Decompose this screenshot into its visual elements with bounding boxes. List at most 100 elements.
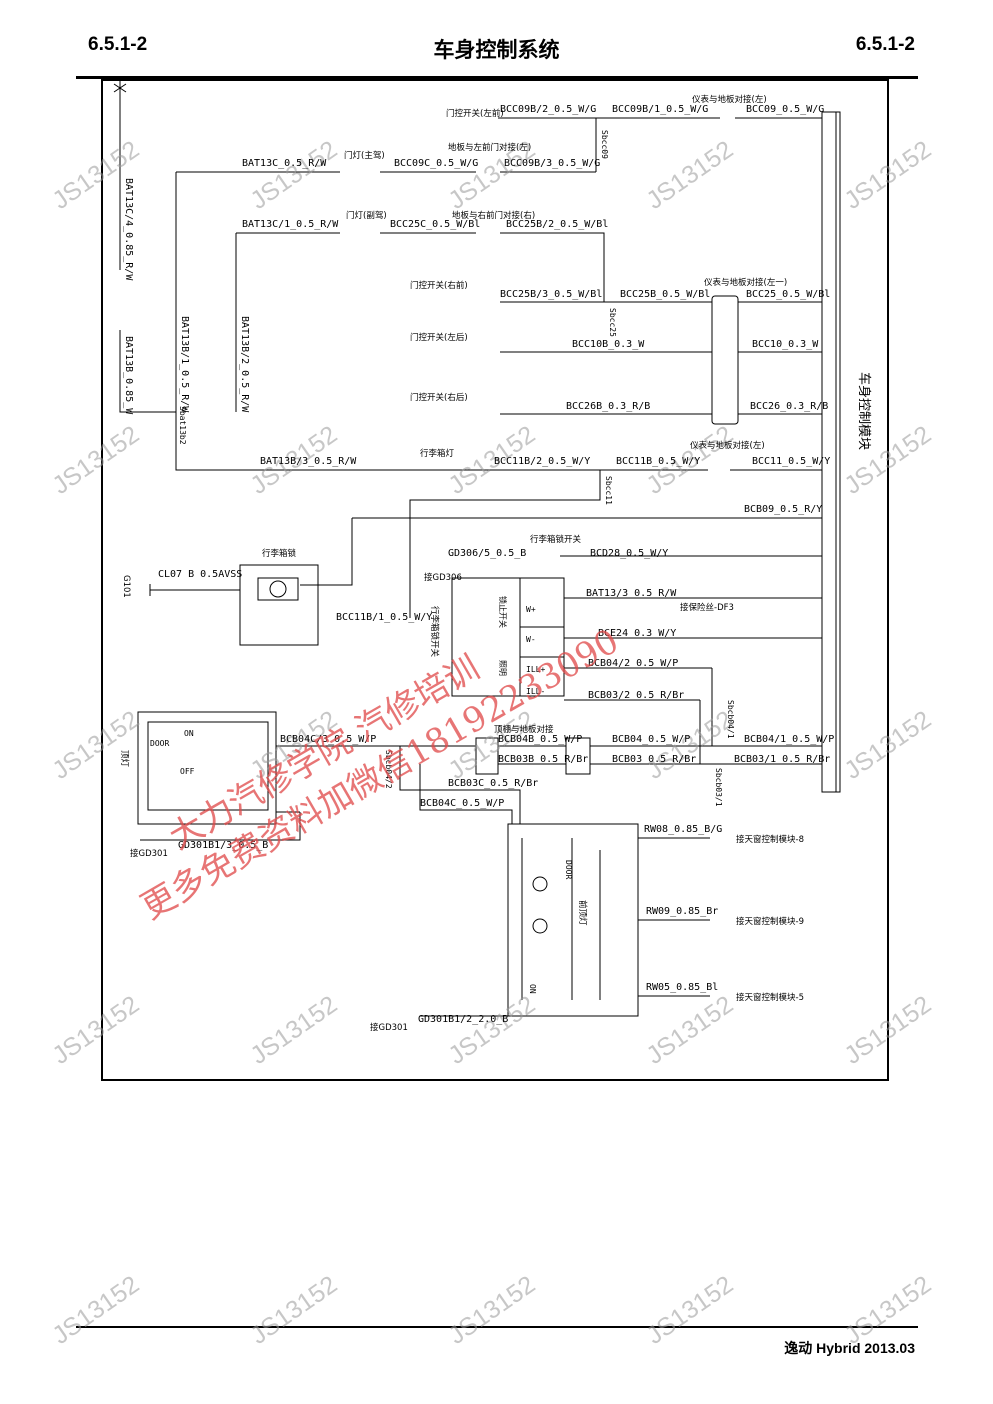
wire-label: BCC26B_0.3_R/B xyxy=(566,401,650,412)
switch-label: 门控开关(右后) xyxy=(410,392,468,403)
wire-label: BCB09_0.5_R/Y xyxy=(744,504,822,515)
switch-position-label: OFF xyxy=(180,767,195,776)
splice-label: Sbcb04/2 xyxy=(384,750,393,789)
splice-label: Sbcc09 xyxy=(600,130,609,159)
wire-label: GD306/5_0.5_B xyxy=(448,548,526,559)
ceiling-lamp-box xyxy=(507,823,639,1017)
header-rule xyxy=(76,76,918,79)
watermark-text: JS13152 xyxy=(443,990,540,1070)
footer-rule xyxy=(76,1326,918,1328)
ground-label: G101 xyxy=(121,575,131,598)
lock-switch-block xyxy=(451,577,565,697)
page-number-left: 6.5.1-2 xyxy=(88,34,148,55)
wire-label: BCB04B_0.5_W/P xyxy=(498,734,582,745)
wire-label: BCC26_0.3_R/B xyxy=(750,401,828,412)
roof-connector xyxy=(475,737,499,775)
watermark-text: JS13152 xyxy=(47,990,144,1070)
wire-label: BCC11_0.5_W/Y xyxy=(752,456,830,467)
connector-label: 顶棚与地板对接 xyxy=(494,724,554,735)
switch-section-label: 锁止开关 xyxy=(498,596,508,628)
page-number-right: 6.5.1-2 xyxy=(855,34,915,55)
splice-label: Sbcc25 xyxy=(608,308,617,337)
wire-label: BAT13B/3_0.5_R/W xyxy=(260,456,357,467)
switch-label: 门控开关(左后) xyxy=(410,332,468,343)
wire-label: BAT13B_0.85_W xyxy=(123,336,134,415)
body-floor-connector xyxy=(711,295,739,425)
lamp-label: 门灯(主驾) xyxy=(344,150,385,161)
pin-label: W+ xyxy=(526,605,536,614)
footer-text: 逸动 Hybrid 2013.03 xyxy=(784,1340,915,1356)
pin-label: ILL- xyxy=(526,687,545,696)
wire-label: BCD28_0.5_W/Y xyxy=(590,548,668,559)
door-switch-box xyxy=(137,711,277,825)
wire-label: BCC09B/2_0.5_W/G xyxy=(500,104,596,115)
wire-label: BCC25C_0.5_W/Bl xyxy=(390,219,480,230)
wire-label: BCB04_0.5_W/P xyxy=(612,734,690,745)
wire-label: BCC09B/1_0.5_W/G xyxy=(612,104,708,115)
lamp-label: 门灯(副驾) xyxy=(346,210,387,221)
wire-label: BCC09C_0.5_W/G xyxy=(394,158,478,169)
connector-label: 仪表与地板对接(左) xyxy=(692,94,767,105)
ad-stamp: 更多免费资料加微信18192233090 xyxy=(135,621,626,928)
watermark-text: JS13152 xyxy=(47,705,144,785)
wire-label: BCC11B/1_0.5_W/Y xyxy=(336,612,432,623)
switch-position-label: DOOR xyxy=(564,860,573,879)
bcm-label: 车身控制模块 xyxy=(856,372,872,450)
wire-label: GD301B1/3_0.5_B xyxy=(178,840,268,851)
watermark-text: JS13152 xyxy=(839,1270,936,1350)
motor-label: 行李箱锁 xyxy=(262,548,297,559)
component-labels: 车身控制模块 仪表与地板对接(左) 仪表与地板对接(左) 门控开关(左前) 门控… xyxy=(119,94,872,1033)
watermark-text: JS13152 xyxy=(641,1270,738,1350)
wire-label: BCB04/1_0.5_W/P xyxy=(744,734,834,745)
trunk-motor-box xyxy=(239,564,319,646)
switch-label: 门控开关(右前) xyxy=(410,280,468,291)
wire-label: RW08_0.85_B/G xyxy=(644,824,722,835)
wire-label: BCC25B_0.5_W/Bl xyxy=(620,289,710,300)
wire-label: BCB03/2_0.5_R/Br xyxy=(588,690,684,701)
watermark-text: JS13152 xyxy=(641,990,738,1070)
wire-label: BAT13B/2_0.5_R/W xyxy=(239,316,250,413)
switch-label: 门控开关(左前) xyxy=(446,108,504,119)
wire-label: BAT13C_0.5_R/W xyxy=(242,158,327,169)
wire-label: BCC11B/2_0.5_W/Y xyxy=(494,456,590,467)
wire-label: RW05_0.85_Bl xyxy=(646,982,718,993)
ground-label: 接GD301 xyxy=(370,1022,408,1033)
watermark-text: JS13152 xyxy=(47,1270,144,1350)
wire-label: BCC09B/3_0.5_W/G xyxy=(504,158,600,169)
wire-label: BCB03C_0.5_R/Br xyxy=(448,778,538,789)
connector-label: 地板与左前门对接(左) xyxy=(448,142,531,153)
connector-label: 接天窗控制模块-9 xyxy=(736,916,804,927)
connector-label: 仪表与地板对接(左一) xyxy=(704,277,787,288)
watermark-text: JS13152 xyxy=(245,135,342,215)
connector-label: 接天窗控制模块-5 xyxy=(736,992,804,1003)
switch-position-label: ON xyxy=(184,729,194,738)
pin-label: W- xyxy=(526,635,536,644)
watermark-text: JS13152 xyxy=(641,135,738,215)
watermark-text: JS13152 xyxy=(47,420,144,500)
wire-label: BAT13C/1_0.5_R/W xyxy=(242,219,339,230)
switch-label: 行李箱锁开关 xyxy=(429,606,440,658)
splice-label: Sbat13b2 xyxy=(178,406,187,445)
wire-label: BCB04C/3_0.5_W/P xyxy=(280,734,376,745)
fuse-label: 接保险丝-DF3 xyxy=(680,602,734,613)
lamp-label: 前顶灯 xyxy=(577,900,588,926)
wire-label: BCE24_0.3_W/Y xyxy=(598,628,676,639)
lamp-label: 行李箱灯 xyxy=(420,448,455,459)
wire-label: CL07 B 0.5AVSS xyxy=(158,569,242,580)
diagram-frame xyxy=(101,79,889,1081)
connector-label: 接天窗控制模块-8 xyxy=(736,834,804,845)
switch-label: 行李箱锁开关 xyxy=(530,534,582,545)
splice-label: Sbcc11 xyxy=(604,476,613,505)
wire-label: BCC25B/3_0.5_W/Bl xyxy=(500,289,602,300)
ground-label: 接GD306 xyxy=(424,572,462,583)
lamp-label: 顶灯 xyxy=(119,750,130,768)
wire-label: BCB03/1_0.5_R/Br xyxy=(734,754,830,765)
wire-label: BCC10B_0.3_W xyxy=(572,339,645,350)
wire-label: BCC25B/2_0.5_W/Bl xyxy=(506,219,608,230)
switch-position-label: DOOR xyxy=(150,739,169,748)
bcm-bar xyxy=(821,111,841,793)
connector-label: 地板与右前门对接(右) xyxy=(452,210,535,221)
wire-label: RW09_0.85_Br xyxy=(646,906,718,917)
wire-label: BAT13C/4_0.85_R/W xyxy=(123,178,134,281)
